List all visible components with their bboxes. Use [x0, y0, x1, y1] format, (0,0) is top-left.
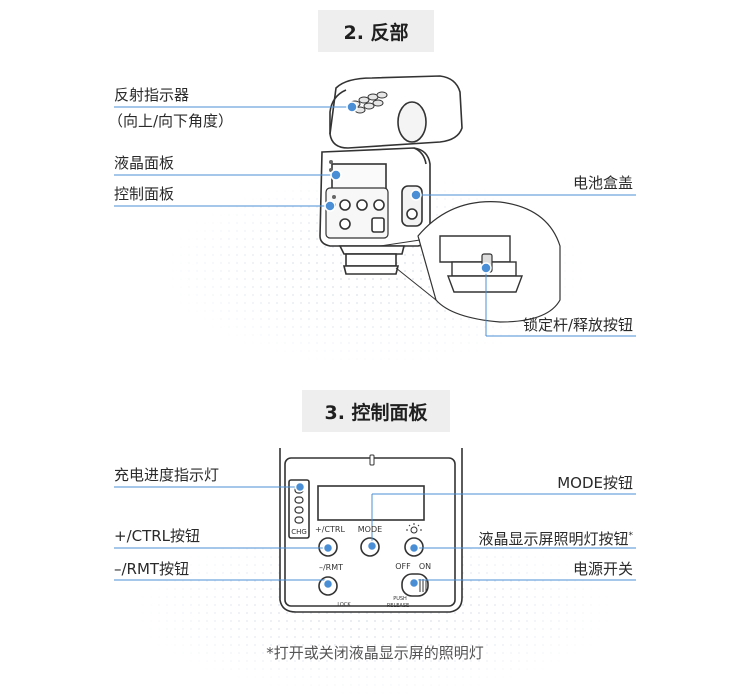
- label-power-switch: 电源开关: [572, 560, 633, 578]
- section-2-title: 2. 反部: [318, 10, 434, 52]
- panel-text-on: ON: [419, 562, 431, 571]
- section-3-leader-dots: [294, 481, 420, 590]
- label-rmt-minus-button: –/RMT按钮: [114, 560, 190, 578]
- panel-text-mode: MODE: [358, 525, 382, 534]
- label-lcd-light-text: 液晶显示屏照明灯按钮: [478, 530, 629, 548]
- label-lcd-panel: 液晶面板: [114, 154, 175, 172]
- panel-text-ctrl: +/CTRL: [315, 525, 345, 534]
- section-2-leader-lines: [114, 106, 636, 337]
- power-switch-grip: [419, 579, 427, 592]
- section-3-title: 3. 控制面板: [302, 390, 450, 432]
- panel-text-release: RELEASE: [387, 603, 409, 609]
- section-3-leader-lines: [114, 486, 636, 581]
- panel-text-rmt: –/RMT: [319, 563, 343, 572]
- label-ctrl-plus-button: +/CTRL按钮: [114, 527, 201, 545]
- light-sun-icon: [406, 523, 422, 534]
- label-battery-cover: 电池盒盖: [572, 174, 633, 192]
- label-lock-lever: 锁定杆/释放按钮: [522, 316, 633, 334]
- label-lcd-light-button: 液晶显示屏照明灯按钮*: [478, 527, 633, 548]
- label-control-panel: 控制面板: [114, 185, 175, 203]
- panel-printed-text: CHG +/CTRL MODE –/RMT OFF ON LOCK PUSH R…: [291, 525, 431, 609]
- label-mode-button: MODE按钮: [557, 474, 633, 492]
- panel-text-off: OFF: [395, 562, 411, 571]
- panel-text-chg: CHG: [291, 528, 307, 536]
- lock-lever-zoom-inset: [379, 201, 561, 323]
- label-charge-indicator: 充电进度指示灯: [114, 466, 220, 484]
- panel-text-lock: LOCK: [337, 602, 351, 608]
- label-lcd-light-asterisk: *: [628, 531, 634, 541]
- control-panel-body: [279, 448, 463, 613]
- section-2-leader-dots: [324, 101, 492, 274]
- label-reflector-indicator: 反射指示器: [114, 86, 190, 104]
- panel-text-push: PUSH: [393, 596, 407, 602]
- flash-head: [329, 75, 463, 149]
- footnote-lcd-light: *打开或关闭液晶显示屏的照明灯: [266, 644, 484, 662]
- label-reflector-angle: （向上/向下角度）: [108, 112, 234, 130]
